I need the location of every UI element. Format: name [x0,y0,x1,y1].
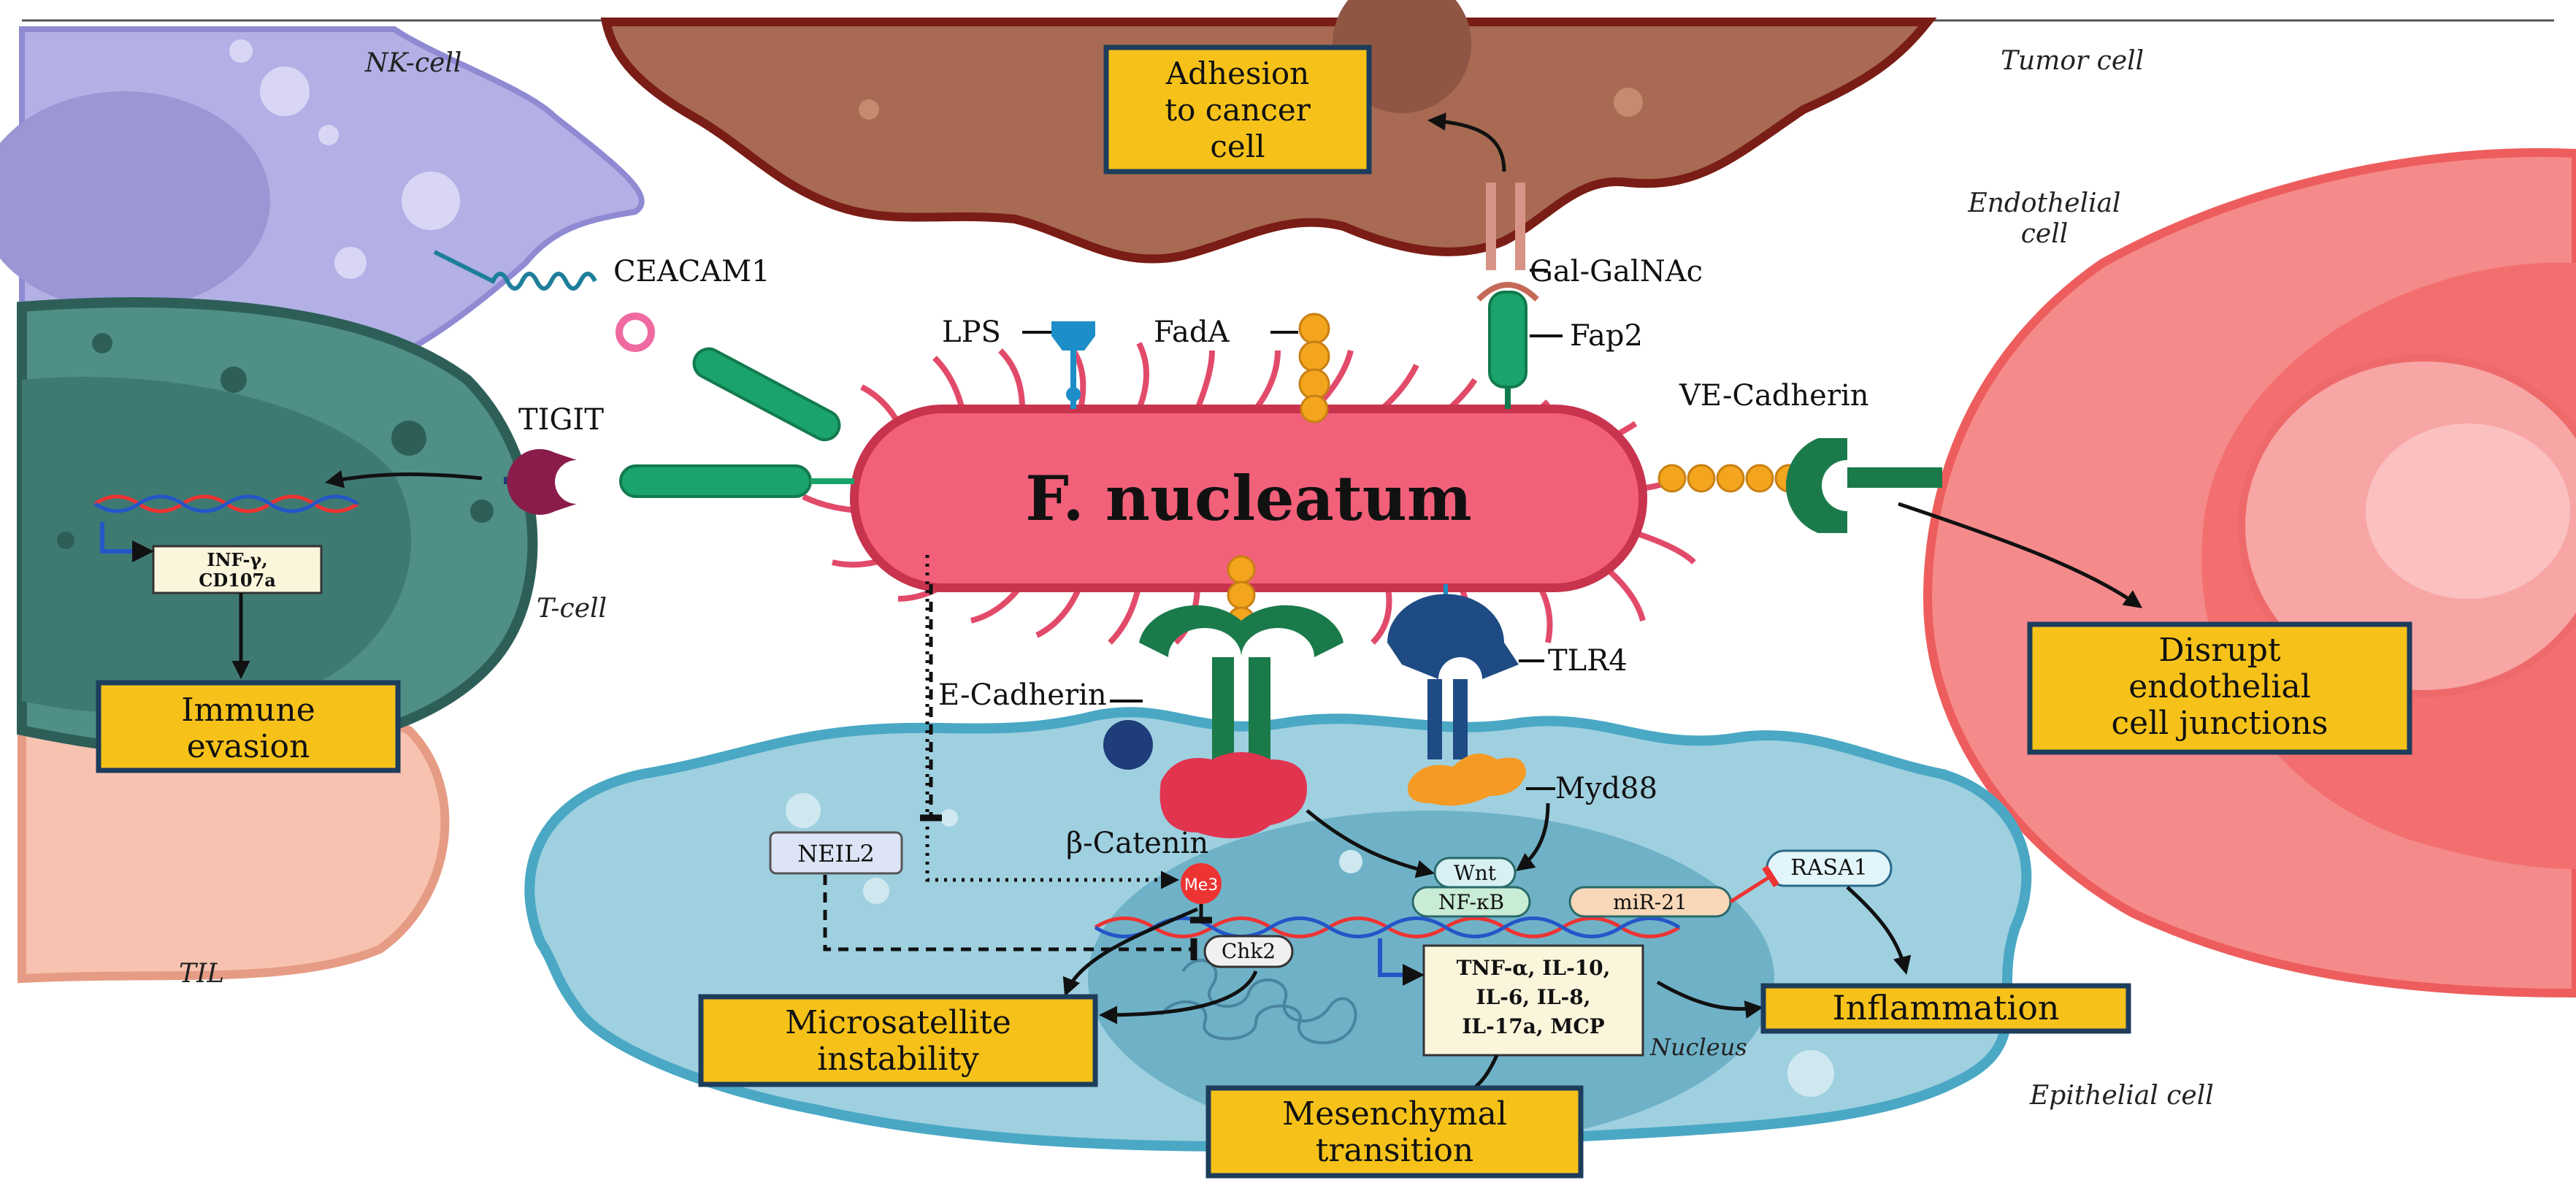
mir21-label: miR-21 [1613,890,1687,914]
arrow-dna-to-cytokines [1378,938,1425,986]
outcome-msi-1: Microsatellite [785,1004,1011,1041]
myd88-label: Myd88 [1555,772,1657,805]
nk-cell-nucleus [0,91,270,310]
nfkb-pill [1411,886,1531,918]
chromatin [1159,959,1357,1045]
fap2-label: Fap2 [1570,319,1643,353]
bacterium-label: F. nucleatum [1025,462,1472,535]
outcome-immune-box [96,680,401,773]
outcome-disrupt-2: endothelial [2128,668,2311,705]
arrow-catenin-to-wnt [1306,809,1435,878]
arrow-to-adhesion [1427,112,1506,172]
neil2-label: NEIL2 [797,840,875,868]
chk2-label: Chk2 [1222,939,1276,963]
epithelial-cell-label: Epithelial cell [2029,1081,2214,1111]
tigit-adhesin [619,464,812,498]
outcome-disrupt-3: cell junctions [2112,705,2328,742]
cytokines-line2: IL-6, IL-8, [1476,985,1590,1009]
outcome-mesenchymal-2: transition [1316,1132,1474,1169]
cytokines-box [1422,944,1644,1057]
tigit-label: TIGIT [518,403,604,437]
inf-gamma-line1: INF-γ, [207,549,267,570]
outcome-adhesion-1: Adhesion [1165,55,1309,91]
arrow-to-disrupt [1898,502,2143,608]
beta-catenin-label: β-Catenin [1066,827,1208,860]
myd88-blob [1408,754,1526,806]
e-cadherin-receptor [1139,605,1343,657]
gal-galnac-molecule [1476,282,1539,302]
inf-gamma-box [152,545,323,594]
arrow-myd88-to-wnt [1516,803,1550,872]
lps-label: LPS [942,315,1001,349]
ve-cadherin-receptor [1785,438,1847,533]
gal-galnac-label: Gal-GalNAc [1530,255,1703,288]
outcome-mesenchymal-box [1205,1085,1584,1179]
ve-cadherin-label: VE-Cadherin [1679,379,1869,413]
fada-molecule [1298,313,1330,424]
beta-catenin-partner [1103,720,1153,770]
ceacam1-label: CEACAM1 [613,255,770,288]
tigit-receptor [507,449,577,515]
outcome-adhesion-2: to cancer [1165,92,1311,128]
arrow-tcell-dna [100,522,154,562]
outcome-inflammation-1: Inflammation [1832,988,2059,1027]
nfkb-label: NF-κB [1438,890,1504,914]
arrow-to-inflammation [1656,980,1763,1019]
inf-gamma-line2: CD107a [199,570,276,591]
dashed-neil2-to-chk2 [823,875,1197,960]
arrow-me3-to-msi [1062,907,1199,997]
outcome-adhesion-3: cell [1210,129,1265,164]
e-cadherin-label: E-Cadherin [938,678,1107,712]
inhibit-mir21-rasa1 [1729,865,1779,904]
outcome-immune-2: evasion [187,728,310,765]
fada-label: FadA [1154,315,1230,349]
arrow-rasa1-to-inflammation [1846,886,1912,975]
outcome-adhesion-box [1103,45,1372,175]
wnt-label: Wnt [1454,861,1497,885]
til-label: TIL [179,959,224,989]
beta-catenin-blob [1159,752,1307,838]
tlr4-receptor [1387,594,1519,679]
outcome-msi-box [698,994,1098,1087]
tcell-dna-blue [93,494,359,513]
lps-molecule [1051,321,1095,351]
outcome-mesenchymal-1: Mesenchymal [1282,1095,1507,1133]
fap2-molecule [1488,291,1527,388]
ceacam1-adhesin [692,347,841,442]
ve-cadherin-beads [1657,464,1803,493]
outcome-disrupt-box [2027,621,2412,755]
tlr4-label: TLR4 [1548,644,1628,678]
outcome-immune-1: Immune [181,692,315,729]
nucleus-label: Nucleus [1649,1033,1747,1061]
me3-marker [1181,863,1222,904]
tumor-cell-label: Tumor cell [2001,46,2144,76]
nk-cell-label: NK-cell [364,48,461,78]
t-cell-label: T-cell [537,594,607,624]
arrow-tigit-to-tcell [325,470,483,489]
outcome-msi-2: instability [817,1041,979,1078]
neil2-box [769,831,903,875]
cytokines-line3: IL-17a, MCP [1462,1014,1604,1038]
me3-label: Me3 [1184,876,1219,895]
rasa1-label: RASA1 [1790,855,1868,881]
ceacam1-receptor [433,250,597,291]
outcome-disrupt-1: Disrupt [2158,632,2280,669]
outcome-inflammation-box [1760,983,2131,1034]
cytokines-line1: TNF-α, IL-10, [1457,956,1611,980]
arrow-chk2-to-msi [1099,970,1258,1025]
chk2-pill [1203,935,1294,968]
dotted-to-me3 [925,555,1179,889]
